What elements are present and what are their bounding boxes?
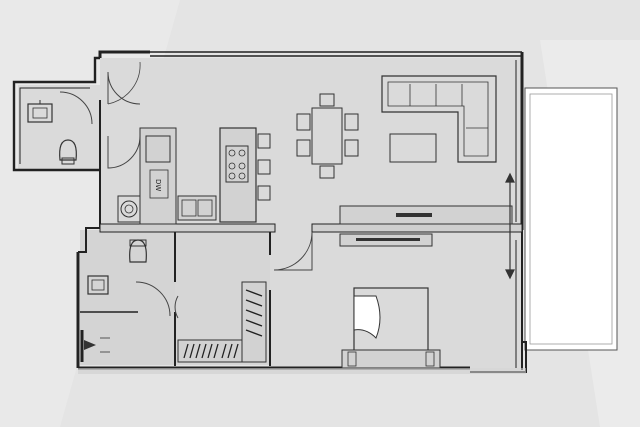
stove-icon <box>225 145 249 183</box>
sink-icon <box>181 199 197 217</box>
door-swing-icon <box>59 61 313 319</box>
washing-machine-icon <box>117 195 141 223</box>
tv-icon <box>339 205 513 247</box>
kitchen-counter <box>139 127 177 225</box>
wardrobe-icon <box>177 281 267 363</box>
bed-icon <box>341 287 441 369</box>
terrace <box>524 87 618 351</box>
coffee-table-icon <box>389 133 437 163</box>
dishwasher-label: DW <box>154 179 162 191</box>
dining-table-icon <box>296 93 359 179</box>
bathroom-fixtures <box>84 239 147 353</box>
wc-fixtures <box>27 100 77 165</box>
sofa-icon <box>381 75 497 163</box>
sink-icon <box>87 275 109 295</box>
floor-band <box>78 368 526 374</box>
bathroom-floor <box>80 230 175 365</box>
terrace-rail <box>529 93 613 345</box>
toilet-icon <box>59 139 77 161</box>
kitchen-island <box>219 127 257 223</box>
kitchen: DW <box>117 127 271 225</box>
dimension-arrow-icon <box>505 172 515 280</box>
wc-floor <box>18 85 100 170</box>
